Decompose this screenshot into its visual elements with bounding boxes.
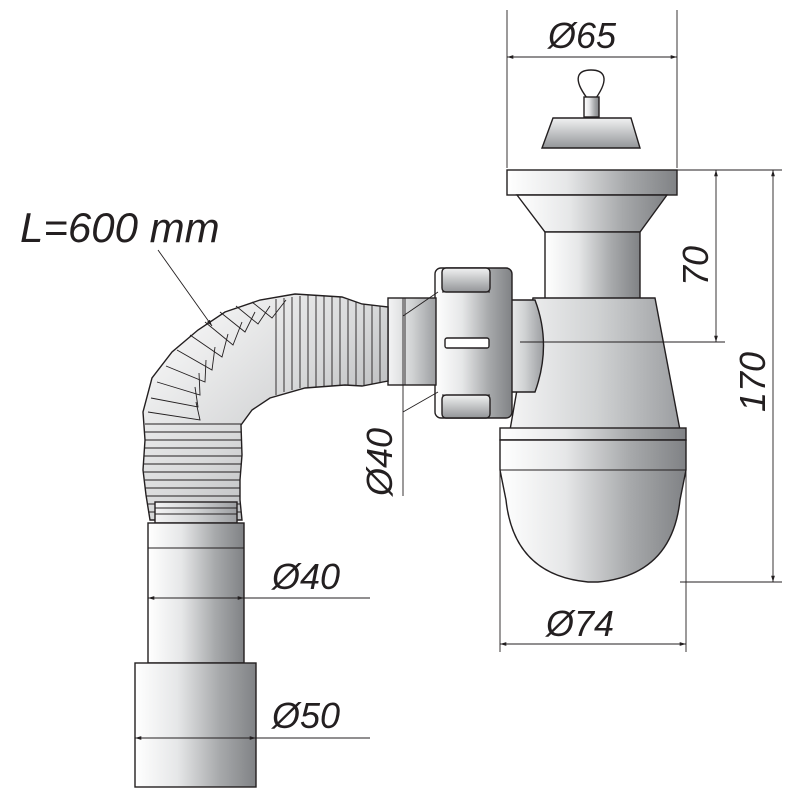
funnel (515, 194, 669, 233)
label-hose-length: L=600 mm (20, 204, 220, 251)
sink-grating (506, 169, 678, 196)
labels: L=600 mm Ø65 Ø74 Ø40 Ø50 Ø40 70 170 (20, 15, 773, 736)
label-tail-lower-diameter: Ø50 (271, 695, 340, 736)
tail-pipe-lower (134, 662, 257, 788)
bowl-ring (499, 427, 687, 441)
bowl (499, 439, 687, 583)
hose-bend (142, 293, 389, 521)
label-height-total: 170 (732, 352, 773, 412)
dimensions (135, 10, 782, 740)
outlet-stub (504, 299, 545, 393)
label-bowl-diameter: Ø74 (545, 603, 614, 644)
outlet-collar (387, 297, 437, 386)
plug-stopper (540, 69, 641, 149)
tail-pipes (134, 522, 257, 788)
siphon-body (387, 169, 687, 583)
plug-ring-icon (577, 69, 605, 99)
label-side-outlet-diameter: Ø40 (359, 428, 400, 497)
label-tail-upper-diameter: Ø40 (271, 556, 340, 597)
tail-pipe-upper (147, 522, 245, 664)
label-top-diameter: Ø65 (547, 15, 617, 56)
vertical-tube (544, 231, 641, 301)
label-height-upper: 70 (675, 246, 716, 286)
plug (540, 117, 641, 149)
hose-cuff (154, 501, 238, 524)
flexible-hose (142, 293, 389, 524)
